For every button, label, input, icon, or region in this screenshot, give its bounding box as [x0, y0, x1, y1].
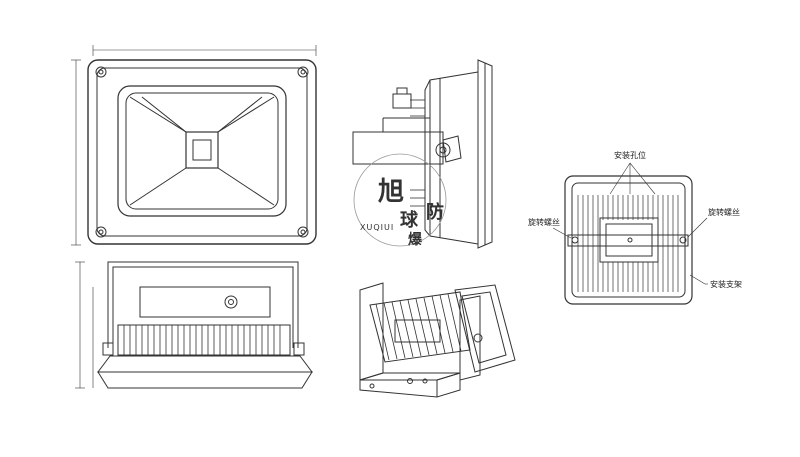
- mount-hole-label: 安装孔位: [614, 150, 646, 160]
- watermark-char-4: 爆: [408, 231, 423, 248]
- rotate-screw-right-label: 旋转螺丝: [708, 207, 740, 217]
- mount-bracket-label: 安装支架: [710, 279, 742, 289]
- bottom-view: [75, 261, 313, 389]
- angled-view: [359, 282, 516, 398]
- watermark-logo: 旭 球 防 爆 XUQIUI: [353, 153, 447, 248]
- watermark-char-2: 球: [400, 210, 419, 231]
- bottom-fins: [123, 325, 281, 355]
- rear-view: [552, 162, 708, 305]
- front-view: [71, 45, 317, 246]
- side-view: [352, 59, 493, 249]
- rotate-screw-left-label: 旋转螺丝: [528, 217, 560, 227]
- watermark-latin: XUQIUI: [360, 223, 394, 232]
- watermark-char-3: 防: [426, 201, 444, 223]
- watermark-char-1: 旭: [378, 177, 404, 207]
